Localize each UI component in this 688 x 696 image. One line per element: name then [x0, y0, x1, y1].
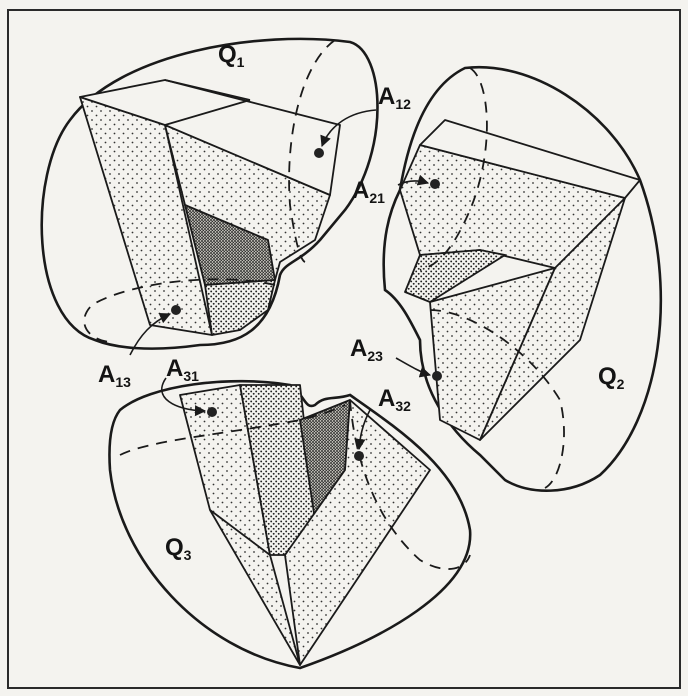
label-a12: A12: [378, 83, 411, 112]
arrow-a13: [129, 312, 172, 356]
point-a21: [430, 179, 440, 189]
point-a13: [171, 305, 181, 315]
q2-hidden-ellipse-bottom: [429, 309, 565, 489]
arrow-a12: [320, 109, 377, 148]
point-a12: [314, 148, 324, 158]
label-a32: A32: [378, 385, 411, 414]
q2-right-leg: [479, 197, 626, 441]
q1-wedge: [79, 79, 341, 336]
label-q1: Q1: [218, 41, 245, 70]
arrow-a31: [161, 377, 207, 417]
point-a32: [354, 451, 364, 461]
q1-top-face: [79, 79, 341, 196]
q3-right-face: [284, 399, 431, 666]
region-q3: [108, 379, 472, 670]
q1-top-ridge: [164, 99, 251, 126]
label-a21: A21: [352, 177, 385, 206]
q1-top-edge: [164, 79, 251, 101]
point-a23: [432, 371, 442, 381]
q1-hidden-ellipse-bottom: [83, 278, 276, 343]
q3-hidden-ellipse-left: [119, 404, 346, 456]
label-a23: A23: [350, 335, 383, 364]
q2-hidden-ellipse-top: [419, 67, 488, 271]
q3-inner-edge: [209, 509, 271, 556]
label-a31: A31: [166, 355, 199, 384]
arrow-a23: [395, 357, 432, 378]
label-q2: Q2: [598, 363, 625, 392]
point-a31: [207, 407, 217, 417]
arrow-a21: [397, 174, 430, 186]
q3-wedge: [179, 384, 431, 666]
region-q1: [40, 37, 379, 350]
q2-shadow-face: [404, 249, 506, 303]
label-a13: A13: [98, 361, 131, 390]
q1-boundary: [40, 37, 379, 350]
q1-cut-face: [204, 279, 276, 336]
q3-left-face: [179, 384, 301, 666]
arrow-a32: [354, 409, 371, 451]
q2-top-face: [419, 119, 641, 199]
region-q2: [382, 65, 663, 492]
label-q3: Q3: [165, 534, 192, 563]
